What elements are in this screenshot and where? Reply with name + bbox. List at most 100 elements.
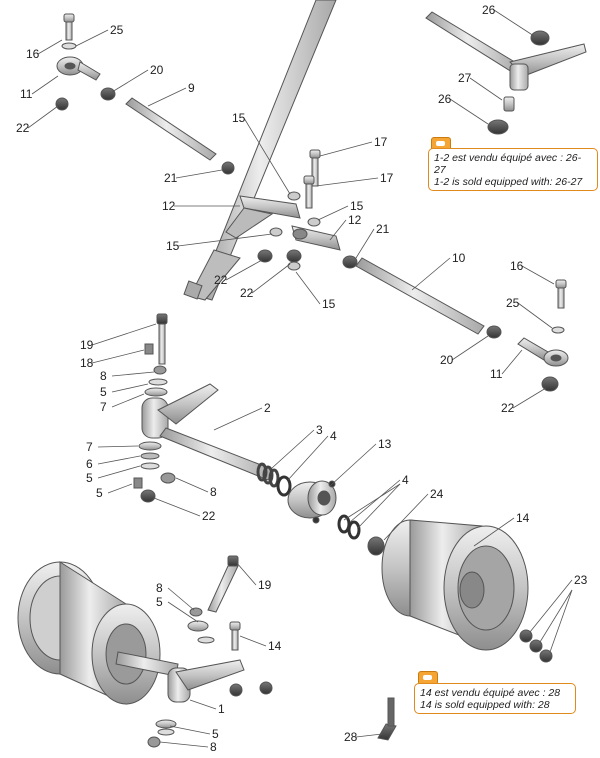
leader-line-20 xyxy=(111,69,149,93)
callout-label-6: 6 xyxy=(86,457,93,471)
leader-line-19 xyxy=(91,323,157,346)
leader-line-5 xyxy=(107,483,133,494)
callout-label-7: 7 xyxy=(86,440,93,454)
nut-22-mid-a xyxy=(257,249,273,263)
callout-label-27: 27 xyxy=(458,71,472,85)
leader-line-extra xyxy=(357,483,401,529)
callout-label-14: 14 xyxy=(268,639,282,653)
callout-label-13: 13 xyxy=(378,437,392,451)
leader-line-19 xyxy=(235,561,257,586)
callout-label-21: 21 xyxy=(164,171,178,185)
callout-label-9: 9 xyxy=(188,81,195,95)
callout-label-5: 5 xyxy=(100,385,107,399)
washer-5-bottom-2 xyxy=(157,728,175,736)
spindle-2 xyxy=(141,383,275,481)
leader-line-extra xyxy=(549,589,573,653)
note-bottom-en: 14 is sold equipped with: 28 xyxy=(420,699,550,711)
leader-line-16 xyxy=(521,265,555,285)
washer-5-ll xyxy=(187,620,209,632)
leader-line-7 xyxy=(111,393,145,408)
callout-label-8: 8 xyxy=(100,369,107,383)
nut-22-mid-b xyxy=(286,249,302,263)
callout-label-10: 10 xyxy=(452,251,466,265)
note-top: 1-2 est vendu équipé avec : 26-27 1-2 is… xyxy=(428,148,598,191)
leader-line-16 xyxy=(37,39,63,55)
callout-label-8: 8 xyxy=(156,581,163,595)
leader-line-25 xyxy=(517,302,553,329)
washer-5-lower xyxy=(140,462,160,470)
bushing-26-top xyxy=(530,30,550,46)
callout-label-26: 26 xyxy=(438,92,452,106)
leader-line-25 xyxy=(75,29,109,47)
callout-label-15: 15 xyxy=(232,111,246,125)
nut-22-lower xyxy=(140,489,156,503)
callout-label-18: 18 xyxy=(80,356,94,370)
grease-fitting-5 xyxy=(133,477,143,489)
callout-label-16: 16 xyxy=(26,47,40,61)
callout-label-14: 14 xyxy=(516,511,530,525)
callout-label-2: 2 xyxy=(264,401,271,415)
leader-line-5 xyxy=(169,725,211,735)
leader-line-24 xyxy=(383,493,429,541)
nut-22-ll-2 xyxy=(259,681,273,695)
hub-13 xyxy=(287,480,337,524)
spacer-15-d xyxy=(287,261,301,271)
leader-line-3 xyxy=(271,429,315,469)
callout-label-25: 25 xyxy=(506,296,520,310)
leader-line-5 xyxy=(111,383,149,393)
callout-label-5: 5 xyxy=(86,471,93,485)
leader-line-26 xyxy=(449,98,489,125)
leader-line-extra xyxy=(343,483,401,521)
leader-line-8 xyxy=(159,741,209,748)
callout-label-15: 15 xyxy=(322,297,336,311)
leader-line-17 xyxy=(319,141,373,157)
leader-line-27 xyxy=(469,77,503,101)
callout-label-5: 5 xyxy=(212,727,219,741)
washer-5-upper xyxy=(148,378,168,386)
leader-line-2 xyxy=(213,407,263,431)
leader-line-4 xyxy=(287,435,329,481)
kingpin-19-upper xyxy=(156,313,168,365)
nut-21-top xyxy=(221,161,235,175)
leader-line-extra xyxy=(539,589,573,643)
leader-line-13 xyxy=(329,443,377,487)
leader-line-5 xyxy=(167,601,199,623)
leader-lines xyxy=(27,9,573,748)
note-top-fr: 1-2 est vendu équipé avec : 26-27 xyxy=(434,152,582,176)
tie-rod-10 xyxy=(355,257,485,335)
callout-label-17: 17 xyxy=(380,171,394,185)
leader-line-8 xyxy=(175,477,209,493)
leader-line-6 xyxy=(97,455,141,465)
bolt-14 xyxy=(229,621,241,651)
callout-label-21: 21 xyxy=(376,222,390,236)
callout-label-20: 20 xyxy=(440,353,454,367)
callout-label-11: 11 xyxy=(490,367,503,381)
leader-line-22 xyxy=(153,497,201,517)
nut-22-right xyxy=(541,376,559,392)
washer-7-upper xyxy=(144,387,168,397)
rod-end-11-top xyxy=(56,56,101,81)
callout-label-23: 23 xyxy=(574,573,588,587)
leader-line-17 xyxy=(315,177,379,187)
bolt-16-right xyxy=(555,279,567,309)
bolt-8-lower xyxy=(160,472,176,484)
leader-line-10 xyxy=(411,257,451,291)
bolt-8-ll xyxy=(189,607,203,617)
callout-label-15: 15 xyxy=(166,239,180,253)
leader-line-21 xyxy=(175,169,223,179)
rod-end-11-right xyxy=(517,337,569,367)
spacer-15-a xyxy=(287,191,301,201)
callout-label-12: 12 xyxy=(162,199,176,213)
callout-label-16: 16 xyxy=(510,259,524,273)
callout-label-7: 7 xyxy=(100,400,107,414)
pin-17-upper xyxy=(309,149,321,187)
callout-label-22: 22 xyxy=(240,286,254,300)
spacer-15-c xyxy=(269,227,283,237)
leader-line-14 xyxy=(239,635,267,647)
leader-line-1 xyxy=(189,699,217,710)
wheel-rim-14-right xyxy=(381,519,529,651)
leader-line-28 xyxy=(355,733,383,738)
leader-line-5 xyxy=(97,465,141,479)
callout-label-24: 24 xyxy=(430,487,444,501)
